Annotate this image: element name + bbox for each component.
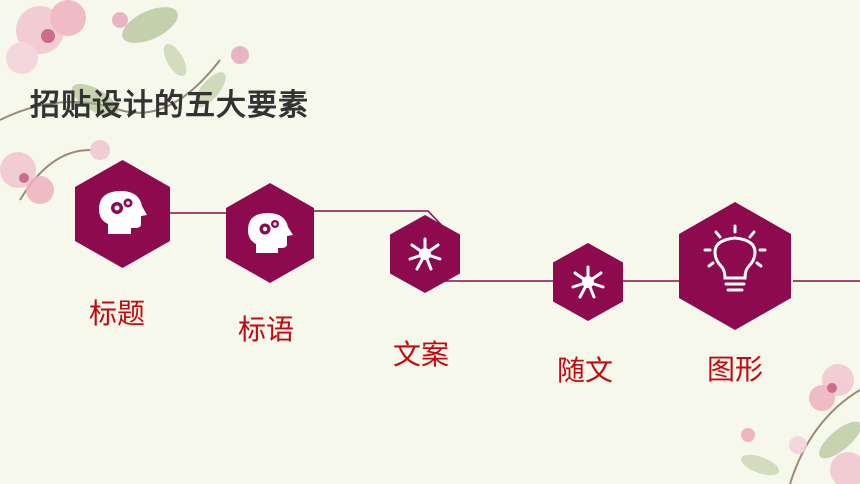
element-node-title: 标题 bbox=[75, 160, 170, 330]
head-gears-icon bbox=[99, 191, 147, 234]
element-node-slogan: 标语 bbox=[226, 183, 314, 346]
element-label: 标语 bbox=[238, 313, 295, 346]
floral-decoration-bottom-right bbox=[741, 364, 860, 484]
element-label: 标题 bbox=[89, 297, 146, 330]
head-gears-icon bbox=[248, 213, 293, 253]
element-label: 文案 bbox=[393, 338, 450, 371]
element-label: 图形 bbox=[707, 353, 764, 386]
element-label: 随文 bbox=[557, 354, 614, 387]
element-node-supplementary-text: 随文 bbox=[553, 243, 623, 387]
floral-decoration-top-left bbox=[0, 0, 249, 204]
hands-together-icon bbox=[571, 265, 605, 299]
hands-together-icon bbox=[408, 237, 442, 271]
page-title: 招贴设计的五大要素 bbox=[30, 88, 309, 123]
hexagon bbox=[679, 202, 791, 330]
light-bulb-icon bbox=[703, 224, 767, 292]
element-node-copy: 文案 bbox=[390, 215, 460, 371]
element-node-graphics: 图形 bbox=[679, 202, 791, 386]
